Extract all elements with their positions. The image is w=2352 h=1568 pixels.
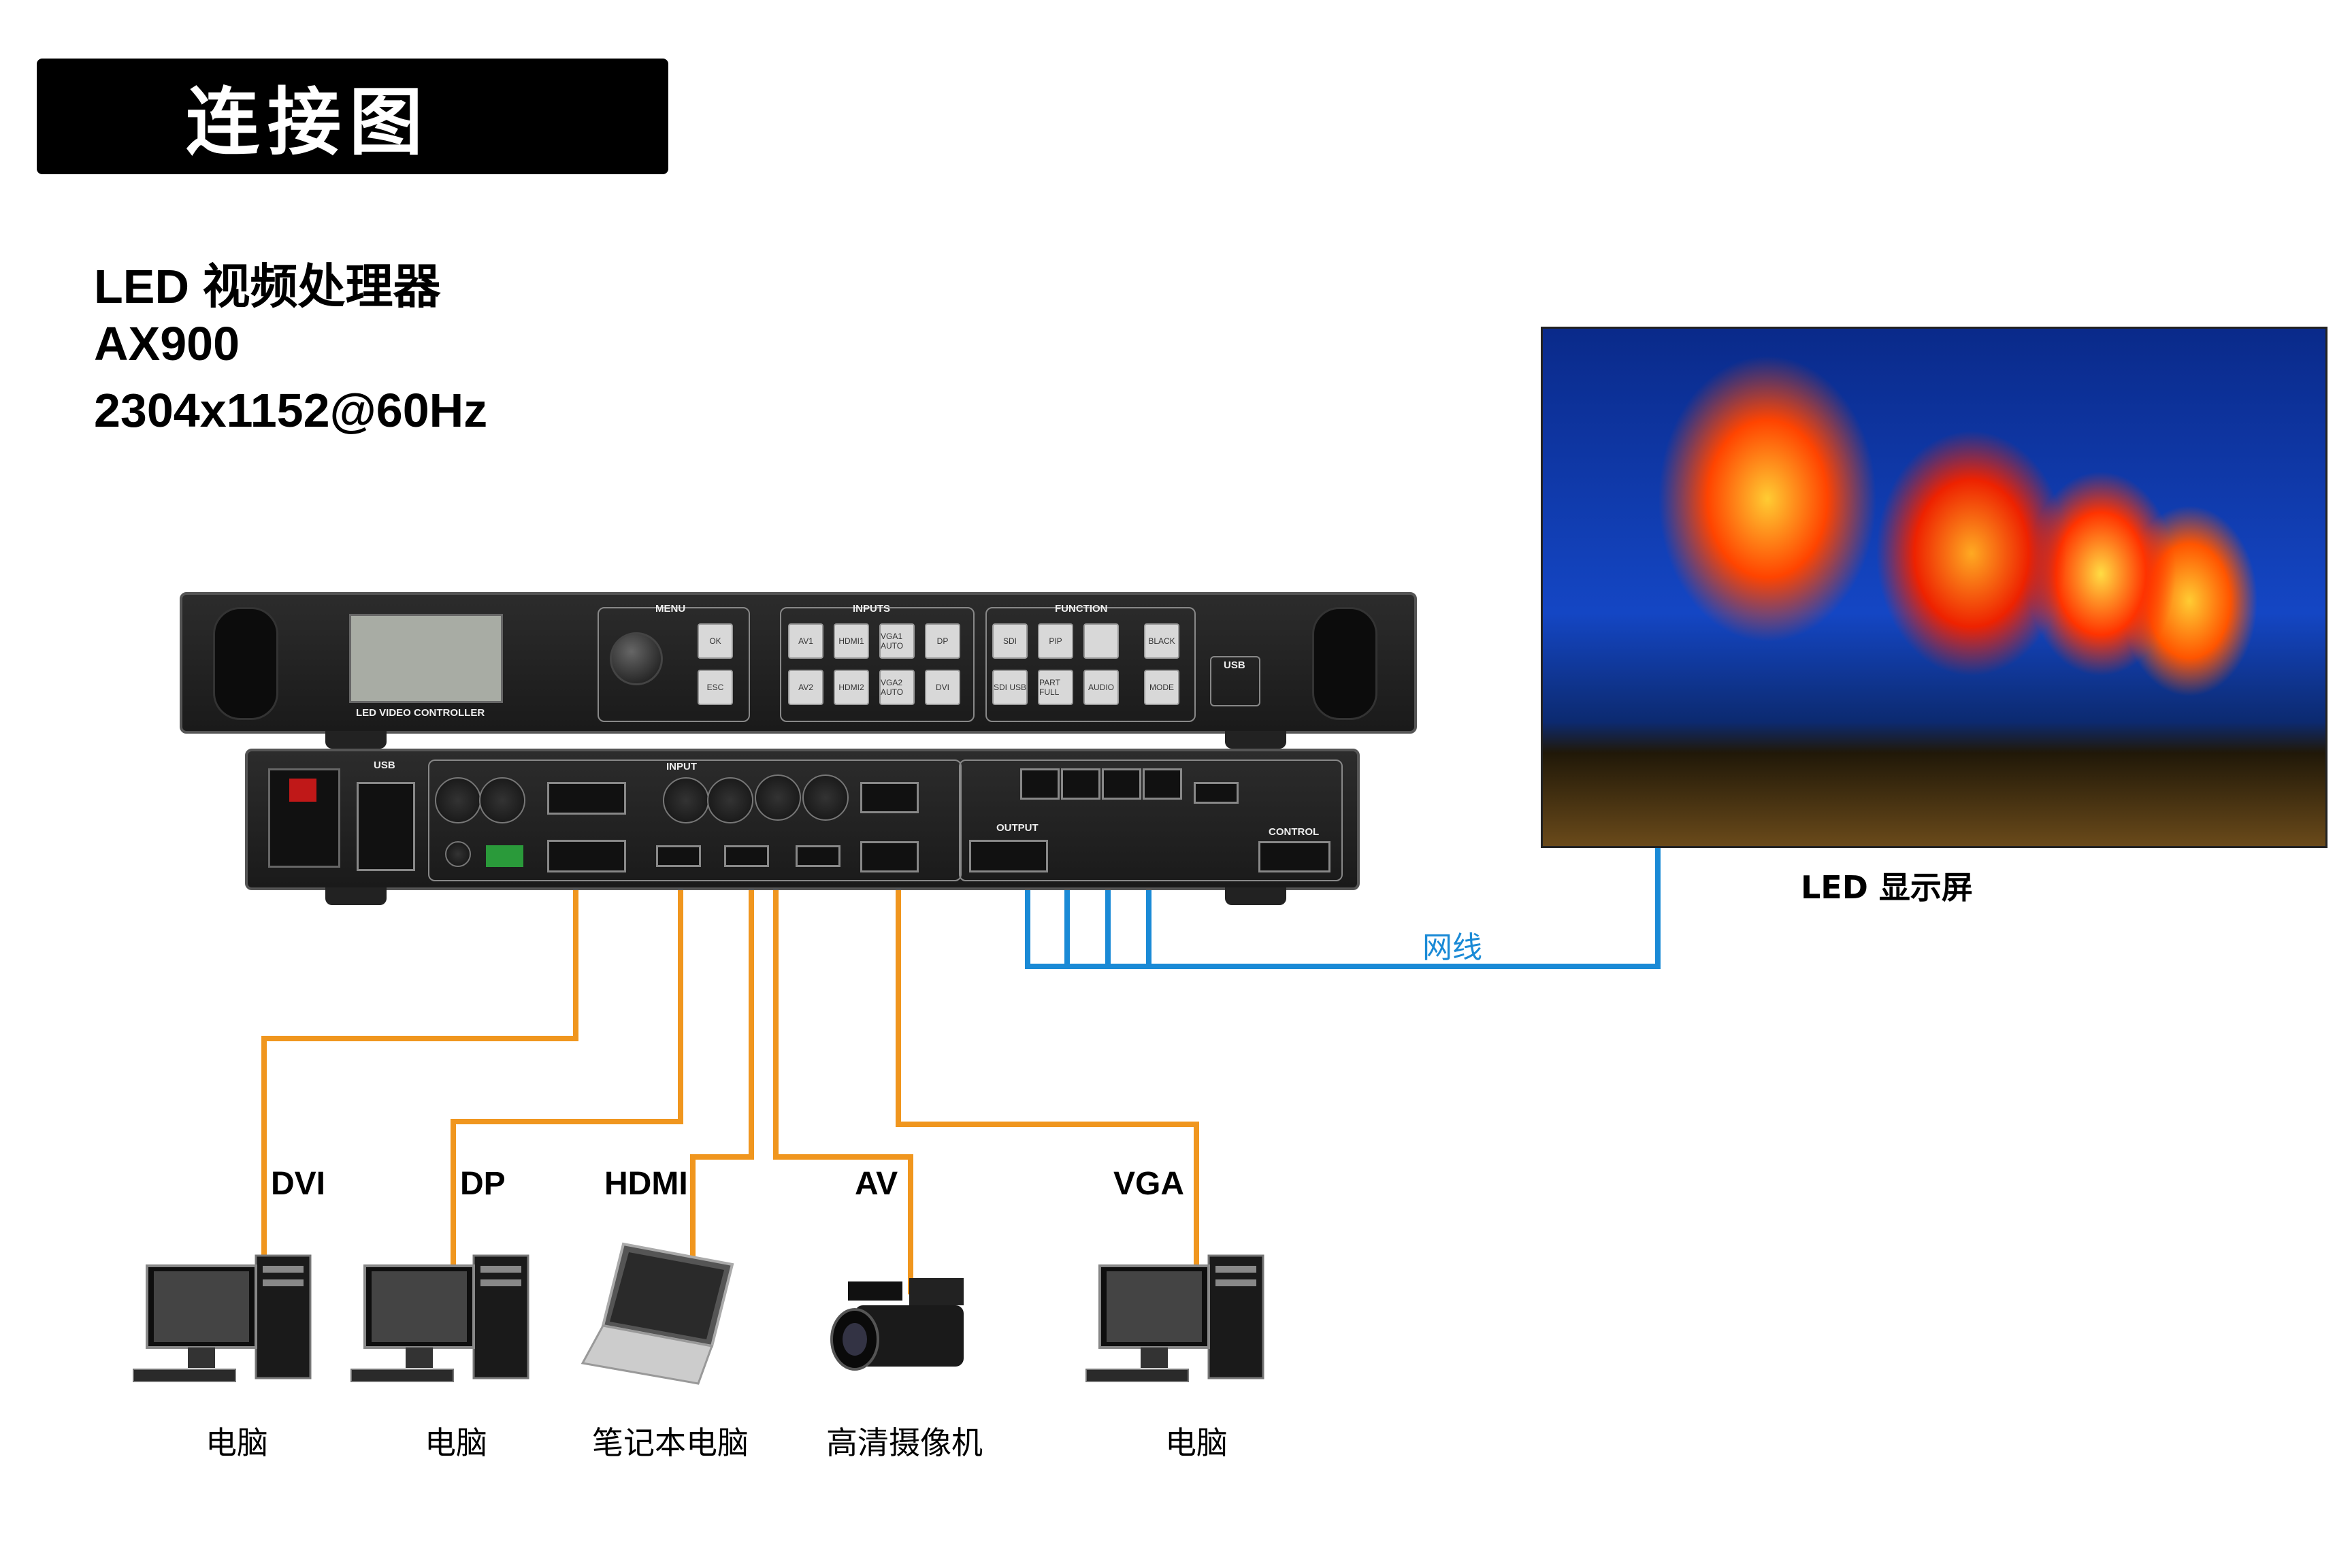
connection-label-dp: DP: [460, 1166, 506, 1202]
connection-label-vga: VGA: [1113, 1166, 1185, 1202]
port-hdmi2[interactable]: [796, 845, 840, 867]
front-foot-right: [1225, 731, 1286, 749]
port-av1[interactable]: [755, 774, 801, 821]
port-dvi-loop[interactable]: [547, 782, 626, 815]
rear-input-label: INPUT: [666, 761, 697, 772]
cable-dp: [451, 856, 683, 1271]
laptop-icon: [581, 1242, 734, 1385]
input-btn-hdmi1[interactable]: HDMI1: [834, 623, 869, 659]
port-out3[interactable]: [1102, 768, 1141, 800]
ok-button[interactable]: OK: [698, 623, 733, 659]
input-btn-vga2[interactable]: VGA2 AUTO: [879, 670, 915, 705]
desktop-computer-icon: [133, 1254, 312, 1382]
device-label-hdmi: 笔记本电脑: [592, 1424, 749, 1461]
port-out4[interactable]: [1143, 768, 1182, 800]
power-socket[interactable]: [268, 768, 340, 868]
input-btn-dvi[interactable]: DVI: [925, 670, 960, 705]
port-dvi-out[interactable]: [969, 840, 1048, 872]
desktop-computer-icon: [1085, 1254, 1264, 1382]
output-port-group: [959, 760, 1343, 881]
port-dp[interactable]: [656, 845, 701, 867]
function-btn-part-full[interactable]: PART FULL: [1038, 670, 1073, 705]
inputs-label: INPUTS: [853, 603, 891, 615]
spec-model: AX900: [94, 317, 240, 370]
device-label-vga: 电脑: [1165, 1424, 1228, 1461]
port-rs232[interactable]: [1258, 841, 1330, 872]
output-label: OUTPUT: [996, 822, 1039, 834]
input-btn-dp[interactable]: DP: [925, 623, 960, 659]
port-vga1[interactable]: [860, 782, 919, 813]
function-label: FUNCTION: [1055, 603, 1108, 615]
input-btn-av1[interactable]: AV1: [788, 623, 823, 659]
device-label-av: 高清摄像机: [826, 1424, 983, 1461]
processor-rear-panel: USB INPUT OUTPUT CONTROL: [245, 749, 1360, 890]
port-hdmi1[interactable]: [724, 845, 769, 867]
port-sdi-loop[interactable]: [707, 777, 753, 823]
menu-label: MENU: [655, 603, 686, 615]
cable-av: [773, 817, 913, 1294]
rear-foot-right: [1225, 887, 1286, 905]
device-label-dvi: 电脑: [206, 1424, 268, 1461]
function-btn-audio[interactable]: AUDIO: [1083, 670, 1119, 705]
input-port-group: [428, 760, 962, 881]
cable-hdmi: [690, 856, 754, 1260]
rear-foot-left: [325, 887, 387, 905]
spec-device-type: LED 视频处理器: [94, 260, 441, 313]
brand-text: LED VIDEO CONTROLLER: [356, 707, 485, 719]
rear-usb-label: USB: [374, 760, 395, 771]
port-out2[interactable]: [1061, 768, 1100, 800]
usb-front-label: USB: [1224, 659, 1245, 671]
usb-front-port[interactable]: [1210, 656, 1260, 706]
port-av2[interactable]: [802, 774, 849, 821]
power-switch[interactable]: [289, 779, 316, 802]
esc-button[interactable]: ESC: [698, 670, 733, 705]
input-btn-hdmi2[interactable]: HDMI2: [834, 670, 869, 705]
port-hdmi-out[interactable]: [1194, 782, 1239, 804]
connection-label-dvi: DVI: [271, 1166, 326, 1202]
input-btn-vga1[interactable]: VGA1 AUTO: [879, 623, 915, 659]
left-handle: [213, 607, 278, 720]
device-label-dp: 电脑: [425, 1424, 487, 1461]
function-btn-sdi[interactable]: SDI: [992, 623, 1028, 659]
network-cable-label: 网线: [1422, 930, 1482, 965]
port-sdi[interactable]: [663, 777, 709, 823]
desktop-computer-icon: [350, 1254, 529, 1382]
function-btn-mode[interactable]: MODE: [1144, 670, 1179, 705]
menu-group: [598, 607, 750, 722]
inputs-group: [780, 607, 975, 722]
lcd-display: [349, 614, 503, 703]
input-btn-av2[interactable]: AV2: [788, 670, 823, 705]
connection-label-av: AV: [855, 1166, 898, 1202]
port-sdi1[interactable]: [435, 777, 481, 823]
port-dvi[interactable]: [547, 840, 626, 872]
function-group: [985, 607, 1196, 722]
function-btn-3[interactable]: [1083, 623, 1119, 659]
page-title: 连接图: [185, 80, 431, 165]
title-banner: 连接图: [37, 59, 668, 174]
control-label: CONTROL: [1269, 826, 1320, 838]
right-handle: [1312, 607, 1377, 720]
port-out1[interactable]: [1020, 768, 1060, 800]
signal-cables: [261, 817, 1199, 1294]
port-sdi1-loop[interactable]: [479, 777, 525, 823]
connection-label-hdmi: HDMI: [604, 1166, 688, 1202]
led-screen-photo: [1541, 327, 2328, 848]
spec-resolution: 2304x1152@60Hz: [94, 384, 488, 437]
ethernet-usb-port-stack[interactable]: [357, 782, 415, 871]
function-btn-black[interactable]: BLACK: [1144, 623, 1179, 659]
front-foot-left: [325, 731, 387, 749]
cable-dvi: [261, 870, 578, 1271]
port-lrg-terminal[interactable]: [486, 845, 523, 867]
processor-front-panel: LED VIDEO CONTROLLER MENU OK ESC INPUTS …: [180, 592, 1417, 734]
cable-vga: [896, 856, 1199, 1271]
port-audio[interactable]: [445, 841, 471, 867]
menu-knob[interactable]: [610, 632, 663, 685]
function-btn-pip[interactable]: PIP: [1038, 623, 1073, 659]
function-btn-sdi-usb[interactable]: SDI USB: [992, 670, 1028, 705]
port-vga2[interactable]: [860, 841, 919, 872]
camcorder-icon: [830, 1278, 964, 1371]
screen-label: LED 显示屏: [1801, 869, 1973, 906]
